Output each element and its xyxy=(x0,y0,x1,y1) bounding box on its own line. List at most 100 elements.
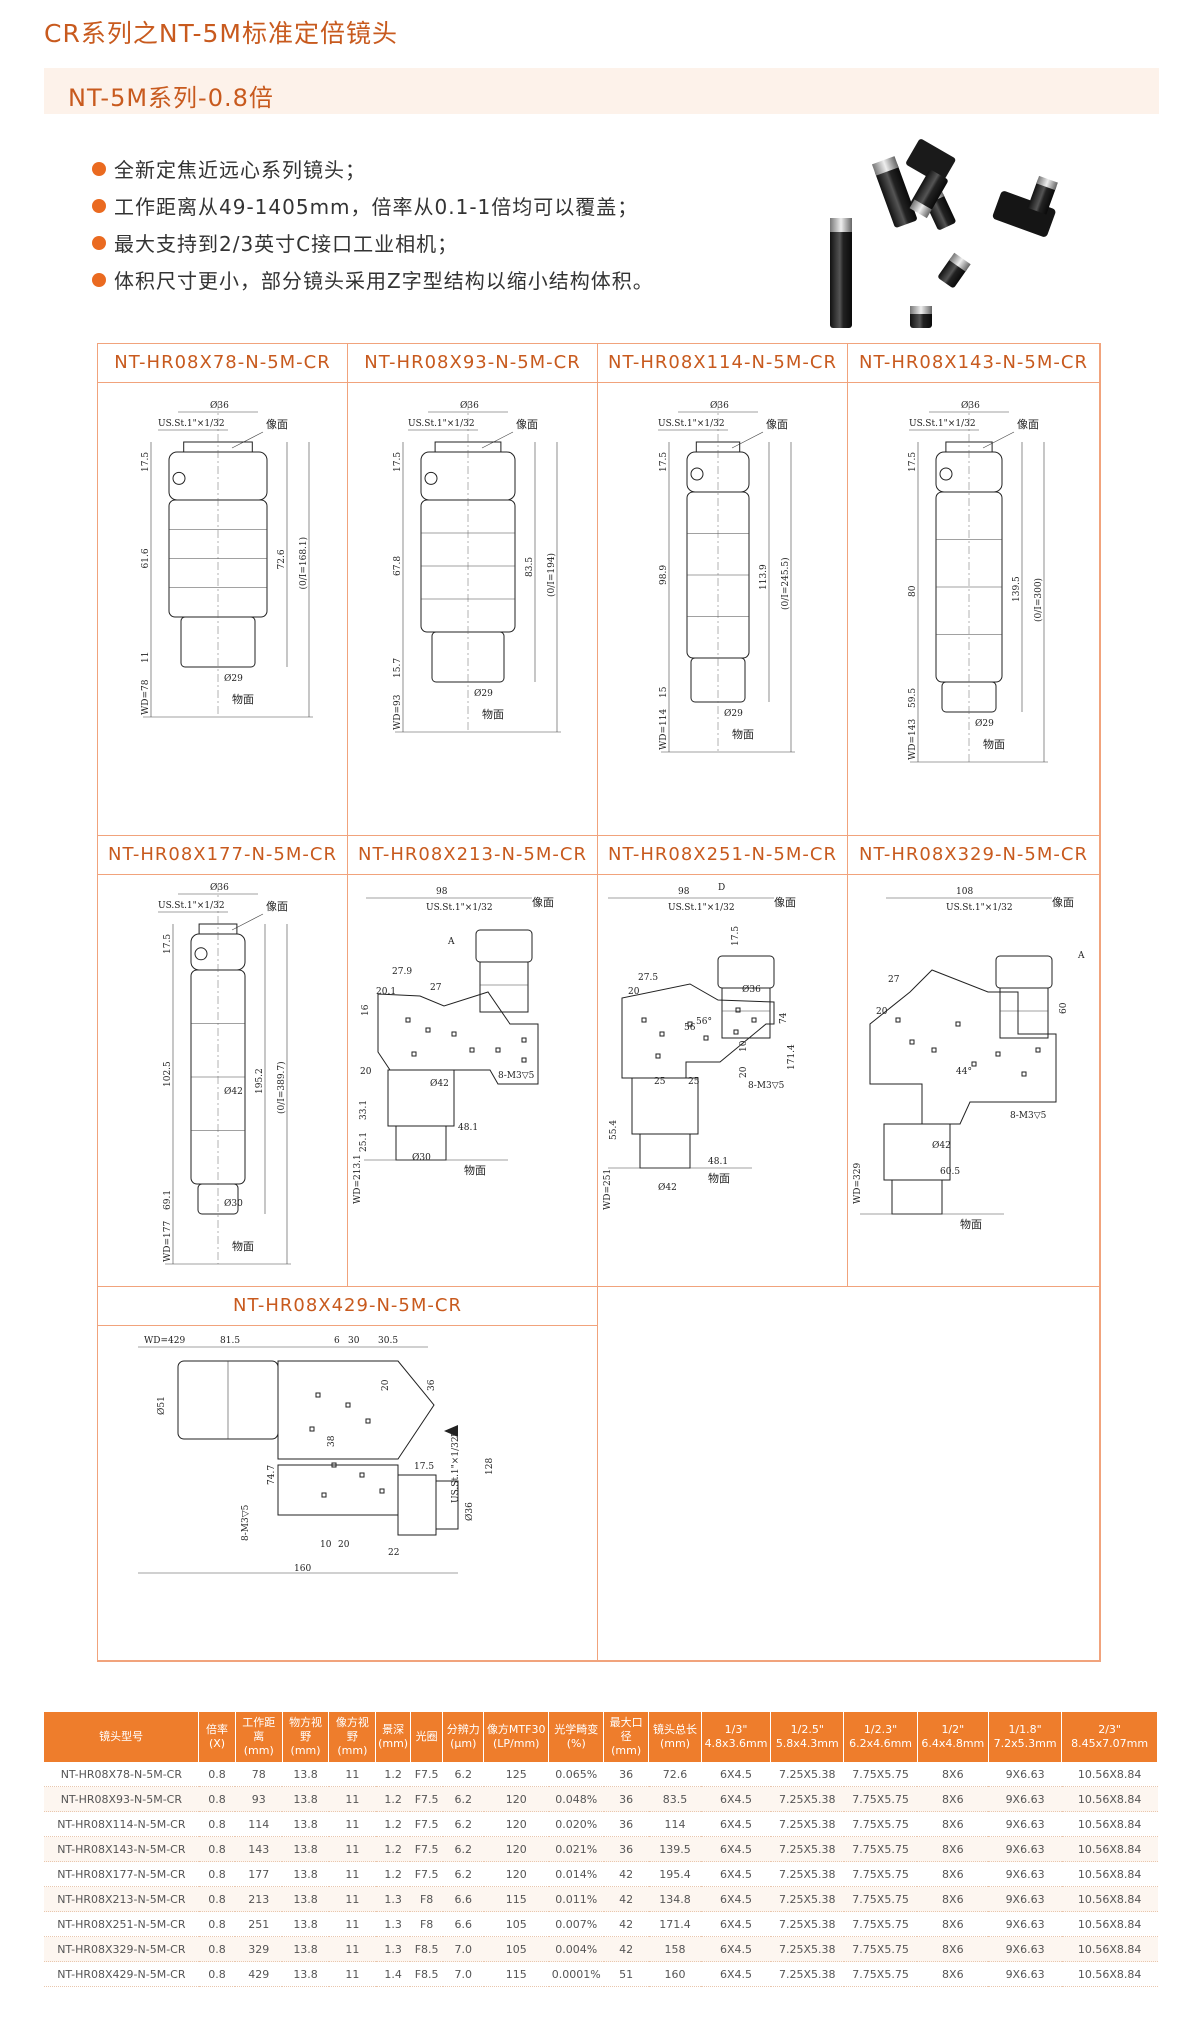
spec-cell: 158 xyxy=(648,1936,702,1962)
spec-cell: 6X4.5 xyxy=(701,1886,771,1912)
spec-cell: 8X6 xyxy=(917,1762,989,1787)
dimension-label: 物面 xyxy=(732,727,754,741)
spec-cell: 7.75X5.75 xyxy=(843,1961,918,1987)
spec-cell: 13.8 xyxy=(282,1861,329,1887)
dimension-label: 33.1 xyxy=(359,1100,369,1120)
spec-cell: F7.5 xyxy=(410,1811,443,1837)
dimension-label: 98 xyxy=(678,887,690,897)
dimension-label: 27 xyxy=(430,983,442,993)
dimension-label: 25.1 xyxy=(359,1132,369,1152)
feature-item: 最大支持到2/3英寸C接口工业相机； xyxy=(92,224,654,261)
spec-cell: 115 xyxy=(483,1961,549,1987)
spec-cell: 11 xyxy=(328,1786,376,1812)
model-cell: NT-HR08X114-N-5M-CR xyxy=(44,1811,199,1837)
dimension-label: US.St.1"×1/32 xyxy=(946,903,1013,913)
dimension-label: 像面 xyxy=(266,418,288,431)
dimension-label: 10 xyxy=(739,1040,749,1052)
dimension-label: US.St.1"×1/32 xyxy=(158,901,225,911)
spec-cell: 13.8 xyxy=(282,1911,329,1937)
dimension-label: US.St.1"×1/32 xyxy=(426,903,493,913)
page-title: CR系列之NT-5M标准定倍镜头 xyxy=(44,19,399,48)
dimension-label: Ø36 xyxy=(210,882,229,893)
dimension-label: 16 xyxy=(361,1004,371,1016)
dimension-label: 物面 xyxy=(464,1163,486,1177)
dimension-label: WD=429 xyxy=(144,1336,185,1346)
spec-cell: 78 xyxy=(235,1762,283,1787)
dimension-label: 160 xyxy=(294,1564,311,1574)
spec-cell: 0.065% xyxy=(548,1762,604,1787)
dimension-label: 17.5 xyxy=(393,452,403,472)
spec-cell: 171.4 xyxy=(648,1911,702,1937)
dimension-label: 74.7 xyxy=(267,1465,277,1485)
spec-cell: 8X6 xyxy=(917,1836,989,1862)
spec-cell: 105 xyxy=(483,1911,549,1937)
spec-cell: 10.56X8.84 xyxy=(1061,1811,1158,1837)
spec-cell: 6.2 xyxy=(442,1861,484,1887)
spec-cell: 160 xyxy=(648,1961,702,1987)
bullet-icon xyxy=(92,272,106,287)
dimension-label: 98.9 xyxy=(659,565,669,585)
dimension-label: D xyxy=(718,883,725,893)
spec-cell: 0.8 xyxy=(198,1762,236,1787)
dimension-label: 像面 xyxy=(1052,896,1074,909)
spec-cell: 8X6 xyxy=(917,1811,989,1837)
model-cell: NT-HR08X143-N-5M-CR xyxy=(44,1836,199,1862)
spec-cell: 0.011% xyxy=(548,1886,604,1912)
spec-cell: F8.5 xyxy=(410,1936,443,1962)
spec-cell: 10.56X8.84 xyxy=(1061,1762,1158,1787)
dimension-label: 72.6 xyxy=(277,549,287,569)
dimension-label: 17.5 xyxy=(908,452,918,472)
column-header: 光圈 xyxy=(410,1712,444,1762)
dimension-label: 像面 xyxy=(516,418,538,431)
dimension-label: 像面 xyxy=(766,418,788,431)
spec-cell: 72.6 xyxy=(648,1762,702,1787)
spec-cell: 329 xyxy=(235,1936,283,1962)
spec-cell: 0.8 xyxy=(198,1811,236,1837)
spec-cell: 10.56X8.84 xyxy=(1061,1936,1158,1962)
spec-cell: 1.2 xyxy=(375,1786,411,1812)
feature-item: 体积尺寸更小，部分镜头采用Z字型结构以缩小结构体积。 xyxy=(92,261,654,298)
spec-cell: 6.2 xyxy=(442,1762,484,1787)
model-cell: NT-HR08X78-N-5M-CR xyxy=(44,1762,199,1787)
dimension-label: US.St.1"×1/32 xyxy=(668,903,735,913)
spec-cell: 1.2 xyxy=(375,1762,411,1787)
column-header: 1/2" 6.4x4.8mm xyxy=(917,1712,989,1762)
spec-cell: 11 xyxy=(328,1886,376,1912)
dimension-label: 80 xyxy=(908,585,918,597)
dimension-label: 27.5 xyxy=(638,973,658,983)
dimension-label: 像面 xyxy=(774,896,796,909)
spec-cell: 11 xyxy=(328,1861,376,1887)
spec-cell: F7.5 xyxy=(410,1762,443,1787)
dimension-label: Ø36 xyxy=(961,400,980,411)
spec-cell: 9X6.63 xyxy=(988,1811,1062,1837)
dimension-label: 60 xyxy=(1059,1002,1069,1014)
spec-cell: 0.004% xyxy=(548,1936,604,1962)
spec-cell: 6X4.5 xyxy=(701,1936,771,1962)
drawing-title: NT-HR08X93-N-5M-CR xyxy=(348,344,597,383)
spec-cell: 10.56X8.84 xyxy=(1061,1886,1158,1912)
spec-cell: F8.5 xyxy=(410,1961,443,1987)
dimension-label: WD=78 xyxy=(141,679,151,715)
dimension-label: 20 xyxy=(628,987,640,997)
dimension-label: 20 xyxy=(338,1540,350,1550)
spec-cell: 6.2 xyxy=(442,1836,484,1862)
dimension-label: 物面 xyxy=(232,692,254,706)
spec-cell: 7.25X5.38 xyxy=(770,1961,844,1987)
spec-cell: 7.0 xyxy=(442,1961,484,1987)
bullet-icon xyxy=(92,235,106,250)
dimension-label: 物面 xyxy=(960,1217,982,1231)
dimension-label: 22 xyxy=(388,1548,399,1558)
spec-cell: 114 xyxy=(648,1811,702,1837)
dimension-label: 20 xyxy=(360,1067,372,1077)
spec-cell: 93 xyxy=(235,1786,283,1812)
dimension-label: 139.5 xyxy=(1012,576,1022,602)
spec-cell: 0.8 xyxy=(198,1861,236,1887)
